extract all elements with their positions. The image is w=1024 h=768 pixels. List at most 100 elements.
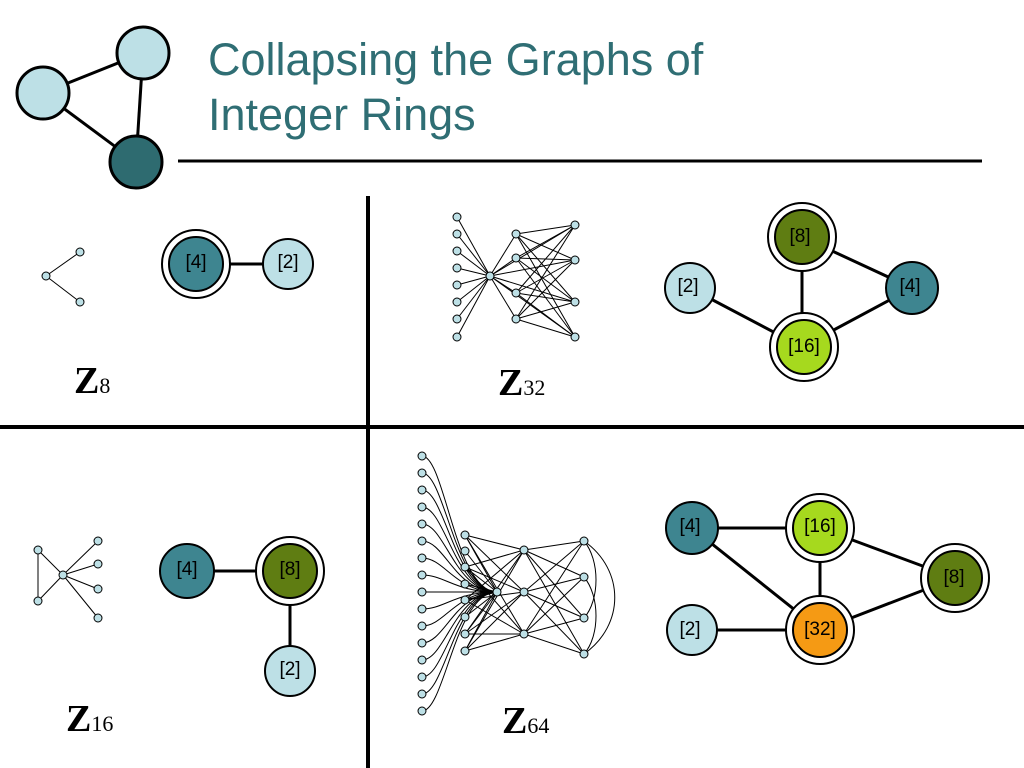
small-edge (583, 540, 616, 655)
logo-graph (15, 25, 171, 190)
node-label: [8] (943, 567, 964, 588)
small-node (460, 579, 470, 589)
small-edge (456, 275, 491, 303)
node-label: [32] (804, 619, 836, 640)
small-node (519, 629, 529, 639)
node-4: [4] (885, 261, 939, 315)
small-edge (464, 534, 525, 635)
node-label: [4] (679, 516, 700, 537)
small-edge (515, 233, 576, 303)
small-edge (421, 591, 498, 712)
small-node (460, 595, 470, 605)
z8-small-graph (41, 247, 85, 307)
small-edge (464, 534, 525, 593)
small-edge (523, 549, 585, 578)
small-edge (489, 259, 576, 277)
small-edge (464, 591, 525, 635)
small-node (519, 545, 529, 555)
logo-node (108, 134, 164, 190)
small-edge (421, 472, 498, 593)
ring-symbol: Z (74, 360, 100, 402)
small-edge (464, 566, 525, 593)
small-node (579, 613, 589, 623)
ring-subscript: 32 (523, 375, 546, 400)
node-2: [2] (664, 262, 716, 314)
small-edge (464, 549, 525, 652)
small-edge (489, 233, 517, 277)
ring-label-z8: Z8 (74, 362, 110, 400)
small-node (417, 604, 427, 614)
small-edge (489, 275, 576, 303)
small-node (570, 297, 580, 307)
small-edge (464, 566, 498, 593)
ring-label-z64: Z64 (502, 702, 549, 740)
small-node (492, 587, 502, 597)
small-edge (523, 540, 585, 635)
small-node (511, 288, 521, 298)
small-node (417, 468, 427, 478)
small-edge (456, 250, 491, 277)
small-edge (464, 549, 525, 601)
small-edge (464, 583, 498, 593)
small-edge (515, 224, 576, 259)
logo-node (15, 65, 71, 121)
small-node (452, 280, 462, 290)
small-edge (456, 275, 491, 320)
small-node (452, 246, 462, 256)
node-label: [2] (679, 619, 700, 640)
small-node (93, 584, 103, 594)
small-node (511, 314, 521, 324)
z32-collapsed-graph: [8] [2] [4] [16] (664, 202, 939, 382)
node-16: [16] (785, 493, 855, 563)
ring-label-z32: Z32 (498, 364, 545, 402)
small-edge (464, 591, 498, 601)
z64-small-graph (417, 451, 616, 716)
small-node (417, 689, 427, 699)
small-edge (421, 540, 498, 593)
small-edge (515, 318, 576, 338)
small-node (579, 649, 589, 659)
small-edge (523, 633, 585, 655)
small-edge (515, 292, 576, 303)
small-edge (523, 540, 585, 551)
small-node (460, 646, 470, 656)
node-label: [4] (899, 276, 920, 297)
small-node (460, 629, 470, 639)
small-node (511, 229, 521, 239)
small-edge (464, 549, 525, 568)
small-node (75, 297, 85, 307)
node-8: [8] (255, 536, 325, 606)
z32-small-graph (452, 212, 580, 342)
small-edge (456, 275, 491, 338)
small-node (417, 587, 427, 597)
small-node (452, 229, 462, 239)
small-edge (421, 591, 498, 661)
small-edge (421, 455, 498, 593)
small-edge (523, 540, 585, 593)
small-edge (421, 557, 498, 593)
small-node (417, 519, 427, 529)
node-4: [4] (665, 501, 719, 555)
small-edge (523, 549, 585, 655)
small-node (58, 570, 68, 580)
small-node (511, 253, 521, 263)
small-edge (464, 599, 525, 635)
small-node (33, 596, 43, 606)
small-node (41, 271, 51, 281)
small-node (417, 502, 427, 512)
z16-collapsed-graph: [4] [8] [2] (159, 536, 325, 697)
small-edge (515, 292, 576, 338)
node-label: [2] (277, 252, 298, 273)
small-node (417, 536, 427, 546)
small-node (93, 536, 103, 546)
logo-node (115, 25, 171, 81)
node-label: [8] (279, 559, 300, 580)
small-edge (421, 591, 498, 644)
node-8: [8] (920, 543, 990, 613)
node-2: [2] (264, 645, 316, 697)
small-node (570, 220, 580, 230)
node-label: [4] (176, 559, 197, 580)
small-node (452, 314, 462, 324)
small-node (452, 297, 462, 307)
